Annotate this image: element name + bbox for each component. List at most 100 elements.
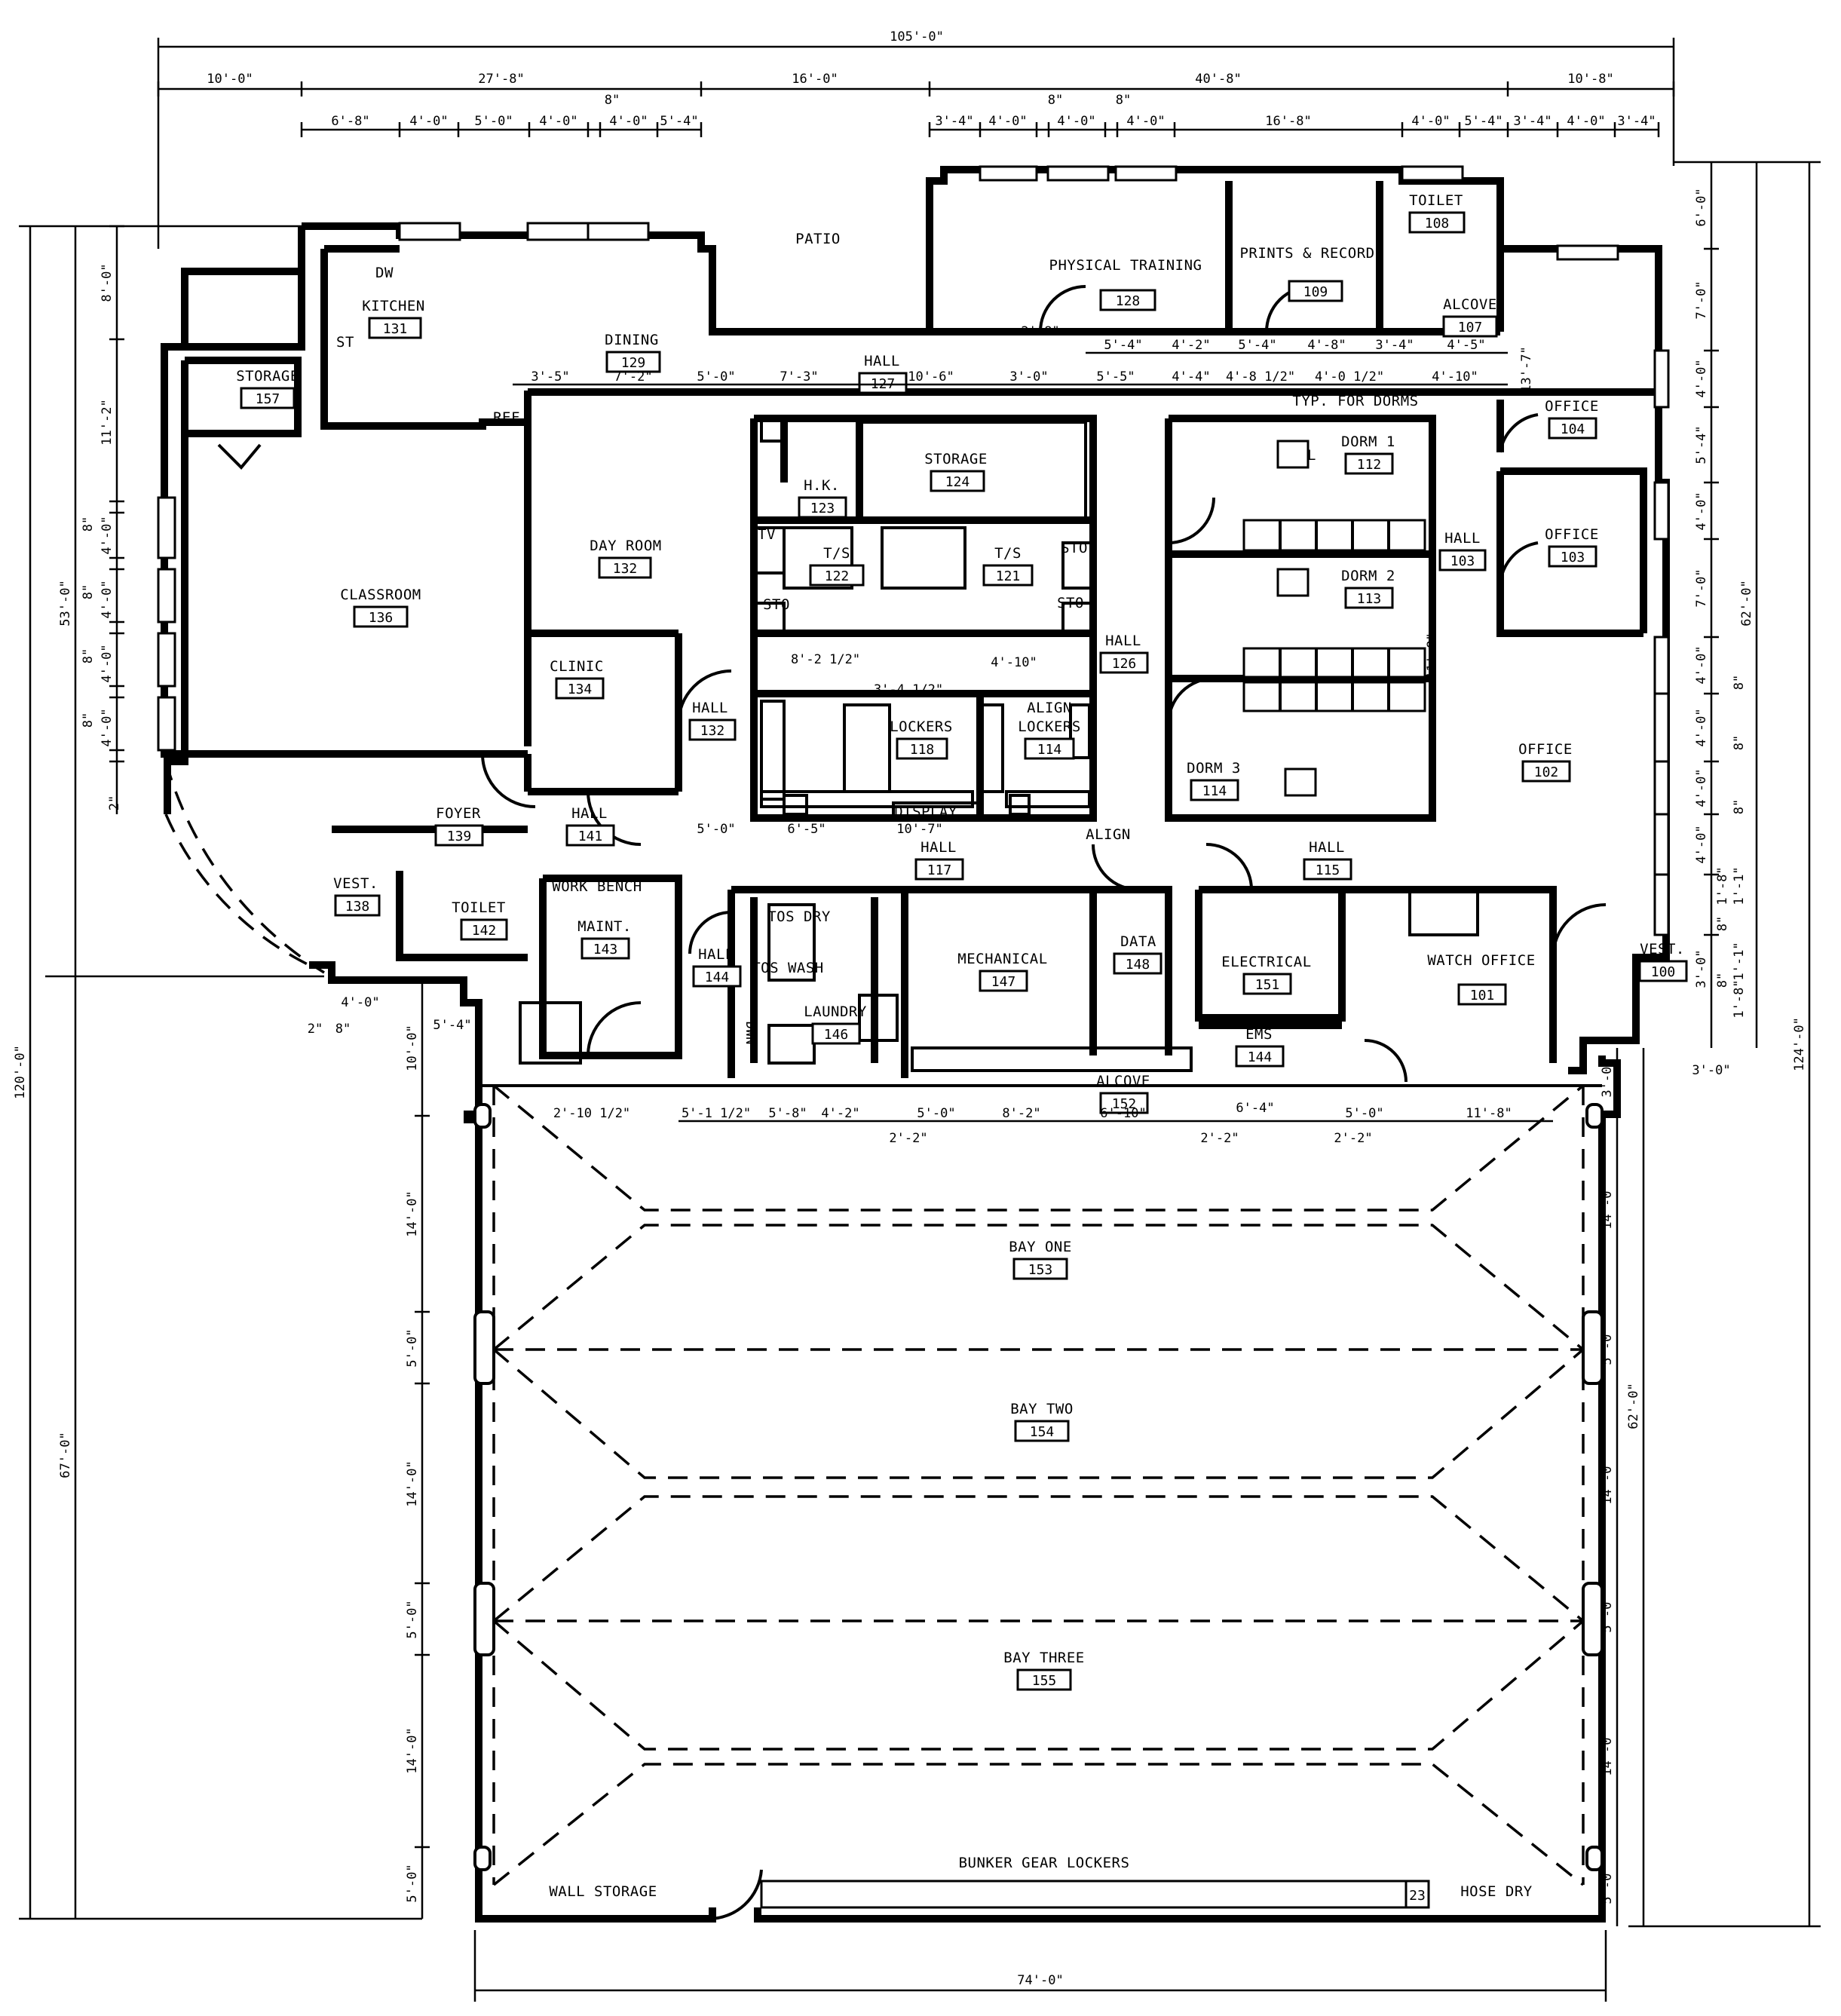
idim-36: 6'-5" (787, 822, 826, 837)
room-hall-117-num: 117 (927, 862, 952, 878)
idim-13: 5'-4" (1104, 338, 1142, 353)
room-data-num: 148 (1126, 957, 1150, 973)
room-ts-121: T/S (994, 545, 1022, 562)
dim-left-53: 53'-0" (58, 580, 73, 626)
room-hall-132: HALL (692, 700, 728, 716)
dim-top-r2-12: 8" (1116, 93, 1131, 108)
room-prints-num: 109 (1303, 284, 1328, 300)
dim-right-8b: 8" (1732, 735, 1747, 750)
locker-benches (519, 417, 1479, 1072)
interior-dimensions: 3'-5" 7'-2" 5'-0" 7'-3" 10'-6" 3'-0" 2'-… (308, 324, 1731, 1146)
room-dorm-1: DORM 1 (1341, 434, 1395, 450)
dim-top-1: 10'-0" (207, 72, 253, 87)
idim-11: 4'-0 1/2" (1315, 369, 1384, 385)
dim-right-1-1b: 1'-1" (1732, 942, 1747, 980)
bunker-gear-lockers (760, 1880, 1430, 1909)
label-locker-23: 23 (1409, 1888, 1426, 1904)
dim-right-4d: 4'-0" (1694, 708, 1709, 746)
label-sto-2: STO (1061, 540, 1088, 556)
dim-top-r2-18: 4'-0" (1567, 114, 1605, 129)
dim-right-8e: 8" (1715, 973, 1730, 988)
idim-26: 6'-4" (1236, 1101, 1274, 1116)
idim-2: 7'-2" (614, 369, 652, 385)
room-maint-num: 143 (593, 942, 618, 957)
idim-27: 5'-0" (1345, 1106, 1383, 1121)
room-alcove-107: ALCOVE (1443, 296, 1497, 313)
room-display: DISPLAY (894, 804, 957, 820)
room-day-room: DAY ROOM (590, 538, 662, 554)
label-l: L (1307, 447, 1316, 464)
dim-right-7a: 7'-0" (1694, 280, 1709, 319)
idim-18: 4'-5" (1447, 338, 1485, 353)
room-dorm-2: DORM 2 (1341, 568, 1395, 584)
idim-42: 3'-0" (1692, 1063, 1730, 1078)
dim-left-5b: 5'-0" (405, 1600, 420, 1638)
label-dw: DW (375, 265, 394, 281)
room-lockers-118: LOCKERS (890, 718, 953, 735)
idim-7: 2'-8" (1021, 324, 1059, 339)
idim-28: 2'-2" (889, 1131, 927, 1146)
room-foyer-num: 139 (447, 829, 472, 844)
dim-left-67: 67'-0" (58, 1432, 73, 1478)
idim-17: 3'-4" (1375, 338, 1414, 353)
room-patio: PATIO (795, 231, 841, 247)
dim-top-r2-17: 3'-4" (1513, 114, 1552, 129)
idim-19: 2'-10 1/2" (553, 1106, 630, 1121)
dim-top-3: 16'-0" (792, 72, 838, 87)
idim-30: 2'-2" (1334, 1131, 1372, 1146)
dim-top-5: 10'-8" (1567, 72, 1613, 87)
dim-right-overall: 124'-0" (1792, 1017, 1807, 1071)
room-foyer: FOYER (436, 805, 481, 822)
room-lockers-118-num: 118 (910, 742, 935, 758)
room-dining-num: 129 (621, 355, 646, 371)
dim-left-5c: 5'-0" (405, 1864, 420, 1902)
room-bay-three-num: 155 (1032, 1673, 1057, 1689)
bay-outlines (492, 1084, 1585, 1886)
label-tv: TV (758, 526, 776, 543)
room-hk: H.K. (804, 477, 840, 494)
room-laundry-num: 146 (824, 1027, 849, 1043)
dim-top-r2-19: 3'-4" (1617, 114, 1656, 129)
dim-left-h: 4'-0" (100, 708, 115, 746)
idim-34: 4'-10" (991, 655, 1037, 670)
misc-labels: TYP. FOR DORMS BUNKER GEAR LOCKERS WALL … (336, 265, 1532, 1904)
room-kitchen: KITCHEN (362, 298, 425, 314)
room-prints-records: PRINTS & RECORDS (1239, 245, 1383, 262)
room-data: DATA (1120, 933, 1156, 950)
idim-39: 2" (308, 1022, 323, 1037)
room-clinic-num: 134 (568, 682, 593, 697)
dim-right-6: 6'-0" (1694, 188, 1709, 226)
dim-top-r2-9: 4'-0" (988, 114, 1027, 129)
dim-right-4b: 4'-0" (1694, 492, 1709, 530)
dim-right-8c: 8" (1732, 799, 1747, 814)
dim-overall-bottom: 74'-0" (1017, 1973, 1063, 1988)
dim-right-7b: 7'-0" (1694, 568, 1709, 607)
label-tos-wash: TOS WASH (752, 960, 824, 976)
idim-37: 10'-7" (896, 822, 942, 837)
room-hall-132-num: 132 (700, 723, 725, 739)
label-dwn: DWN (743, 1022, 758, 1045)
idim-10: 4'-8 1/2" (1226, 369, 1295, 385)
room-hall-126: HALL (1105, 633, 1141, 649)
dim-right-1-8b: 1'-8" (1732, 979, 1747, 1018)
room-hk-num: 123 (810, 501, 835, 516)
dim-top-4: 40'-8" (1195, 72, 1241, 87)
dim-right-5: 5'-4" (1694, 425, 1709, 464)
room-classroom-num: 136 (369, 610, 394, 626)
idim-9: 4'-4" (1172, 369, 1210, 385)
room-storage-157: STORAGE (236, 368, 299, 385)
dim-left-overall: 120'-0" (13, 1045, 28, 1099)
room-bay-three: BAY THREE (1003, 1650, 1084, 1666)
room-dorm-1-num: 112 (1357, 457, 1382, 473)
label-ref: REF (493, 409, 520, 426)
idim-23: 5'-0" (917, 1106, 955, 1121)
room-storage-124: STORAGE (924, 451, 988, 467)
room-ts-122-num: 122 (825, 568, 850, 584)
dim-left-g: 8" (81, 712, 96, 728)
dim-right-13: 13'-7" (1519, 346, 1534, 392)
room-mechanical-num: 147 (991, 974, 1016, 990)
room-hall-117: HALL (920, 839, 957, 856)
room-office-102: OFFICE (1518, 741, 1573, 758)
label-bunker-gear-lockers: BUNKER GEAR LOCKERS (959, 1855, 1130, 1871)
room-hall-127: HALL (864, 353, 900, 369)
